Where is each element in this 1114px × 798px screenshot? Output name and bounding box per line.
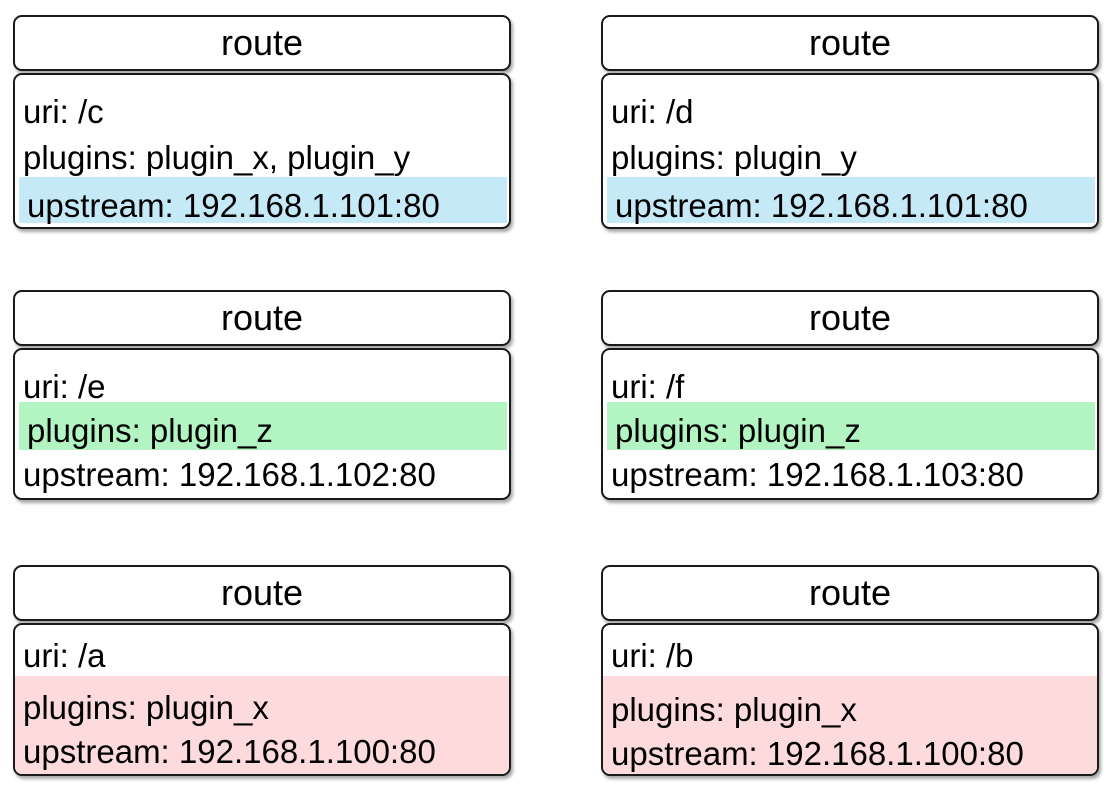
route-body: uri: /c plugins: plugin_x, plugin_y upst…	[13, 73, 511, 229]
upstream-highlight	[19, 177, 507, 223]
plugins-highlight	[607, 402, 1095, 450]
plugins-field: plugins: plugin_x	[611, 691, 857, 728]
upstream-field: upstream: 192.168.1.100:80	[611, 735, 1024, 772]
route-body: uri: /d plugins: plugin_y upstream: 192.…	[601, 73, 1099, 229]
route-header: route	[601, 565, 1099, 621]
uri-field: uri: /e	[23, 368, 106, 405]
uri-field: uri: /f	[611, 368, 685, 405]
uri-field: uri: /d	[611, 93, 694, 130]
plugins-field: plugins: plugin_z	[615, 412, 861, 449]
plugins-field: plugins: plugin_x	[23, 689, 269, 726]
upstream-highlight	[607, 177, 1095, 223]
plugins-highlight	[19, 402, 507, 450]
upstream-field: upstream: 192.168.1.100:80	[23, 733, 436, 770]
route-header: route	[13, 15, 511, 71]
route-body: uri: /b plugins: plugin_x upstream: 192.…	[601, 623, 1099, 776]
upstream-field: upstream: 192.168.1.102:80	[23, 456, 436, 493]
plugins-field: plugins: plugin_z	[27, 412, 273, 449]
upstream-field: upstream: 192.168.1.101:80	[27, 187, 440, 224]
uri-field: uri: /b	[611, 637, 694, 674]
route-body: uri: /f plugins: plugin_z upstream: 192.…	[601, 348, 1099, 500]
upstream-field: upstream: 192.168.1.101:80	[615, 187, 1028, 224]
route-header: route	[601, 15, 1099, 71]
uri-field: uri: /c	[23, 93, 104, 130]
route-header: route	[13, 565, 511, 621]
plugins-field: plugins: plugin_x, plugin_y	[23, 139, 411, 176]
route-body: uri: /e plugins: plugin_z upstream: 192.…	[13, 348, 511, 500]
route-header: route	[13, 290, 511, 346]
route-header: route	[601, 290, 1099, 346]
route-body: uri: /a plugins: plugin_x upstream: 192.…	[13, 623, 511, 776]
plugins-upstream-highlight	[15, 676, 509, 774]
plugins-upstream-highlight	[603, 676, 1097, 774]
uri-field: uri: /a	[23, 637, 106, 674]
upstream-field: upstream: 192.168.1.103:80	[611, 456, 1024, 493]
plugins-field: plugins: plugin_y	[611, 139, 857, 176]
